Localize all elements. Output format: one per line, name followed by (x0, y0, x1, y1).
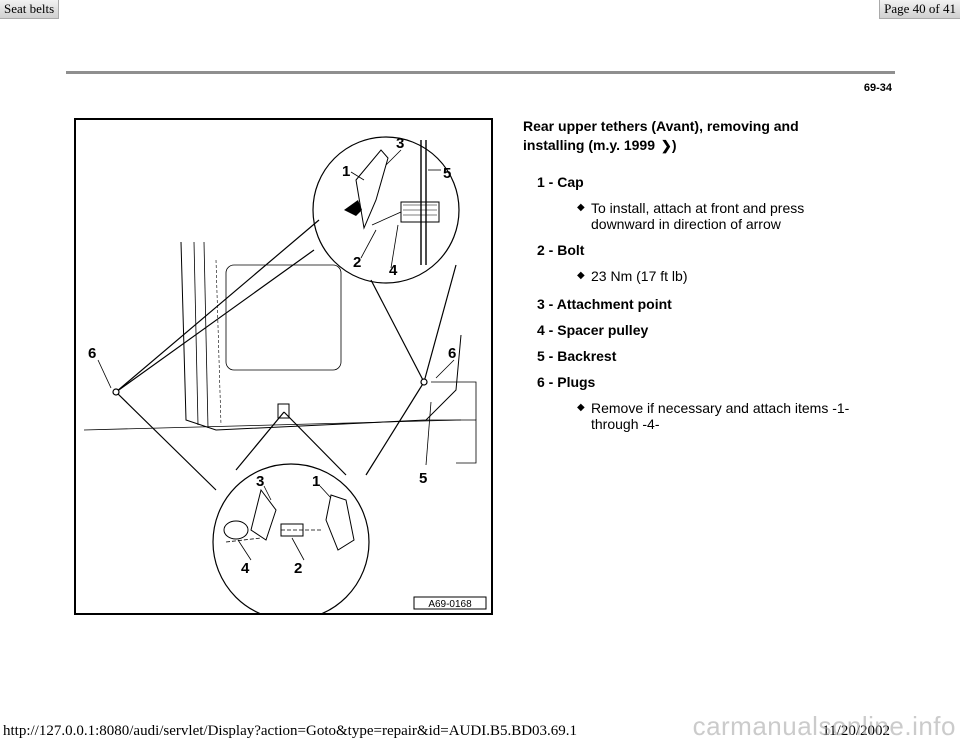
callout-label: 3 (256, 473, 264, 490)
callout-label: 1 (342, 163, 350, 180)
callout-label: 3 (396, 135, 404, 152)
header-page-indicator: Page 40 of 41 (879, 0, 960, 19)
list-item: ◆ To install, attach at front and press … (577, 200, 805, 232)
callout-label: 1 (312, 473, 320, 490)
footer-url[interactable]: http://127.0.0.1:8080/audi/servlet/Displ… (3, 723, 578, 739)
diamond-bullet-icon: ◆ (577, 202, 585, 213)
watermark: carmanualsonline.info (692, 711, 956, 741)
chevron-right-icon[interactable]: ❯ (660, 138, 672, 153)
figure-id: A69-0168 (428, 599, 472, 610)
item-backrest: 5 - Backrest (537, 348, 617, 364)
callout-label: 2 (353, 254, 361, 271)
seat-belt-diagram: 3 1 5 2 4 6 6 5 3 1 4 2 A69-0168 (83, 135, 487, 621)
callout-label: 5 (419, 470, 427, 487)
figure-illustration: 3 1 5 2 4 6 6 5 3 1 4 2 A69-0168 (74, 118, 493, 621)
list-item: ◆ 23 Nm (17 ft lb) (577, 268, 688, 284)
callout-label: 4 (241, 560, 250, 577)
diamond-bullet-icon: ◆ (577, 270, 585, 281)
title-line-1: Rear upper tethers (Avant), removing and (523, 118, 799, 134)
callout-label: 4 (389, 262, 398, 279)
page-number: 69-34 (863, 82, 892, 94)
header-title: Seat belts (0, 0, 60, 19)
title-close: ) (671, 137, 677, 153)
list-item: ◆ Remove if necessary and attach items -… (577, 400, 850, 432)
header-rule (66, 71, 895, 74)
item-attachment-point: 3 - Attachment point (537, 296, 672, 312)
section-title: Rear upper tethers (Avant), removing and… (523, 117, 843, 155)
item-cap: 1 - Cap (537, 174, 584, 190)
callout-label: 5 (443, 165, 451, 182)
footer-date: 11/20/2002 (822, 723, 890, 739)
callout-label: 2 (294, 560, 302, 577)
item-spacer-pulley: 4 - Spacer pulley (537, 322, 649, 338)
callout-label: 6 (88, 345, 96, 362)
item-bolt: 2 - Bolt (537, 242, 585, 258)
title-line-2: installing (m.y. 1999 (523, 137, 656, 153)
diamond-bullet-icon: ◆ (577, 402, 585, 413)
item-plugs: 6 - Plugs (537, 374, 596, 390)
callout-label: 6 (448, 345, 456, 362)
